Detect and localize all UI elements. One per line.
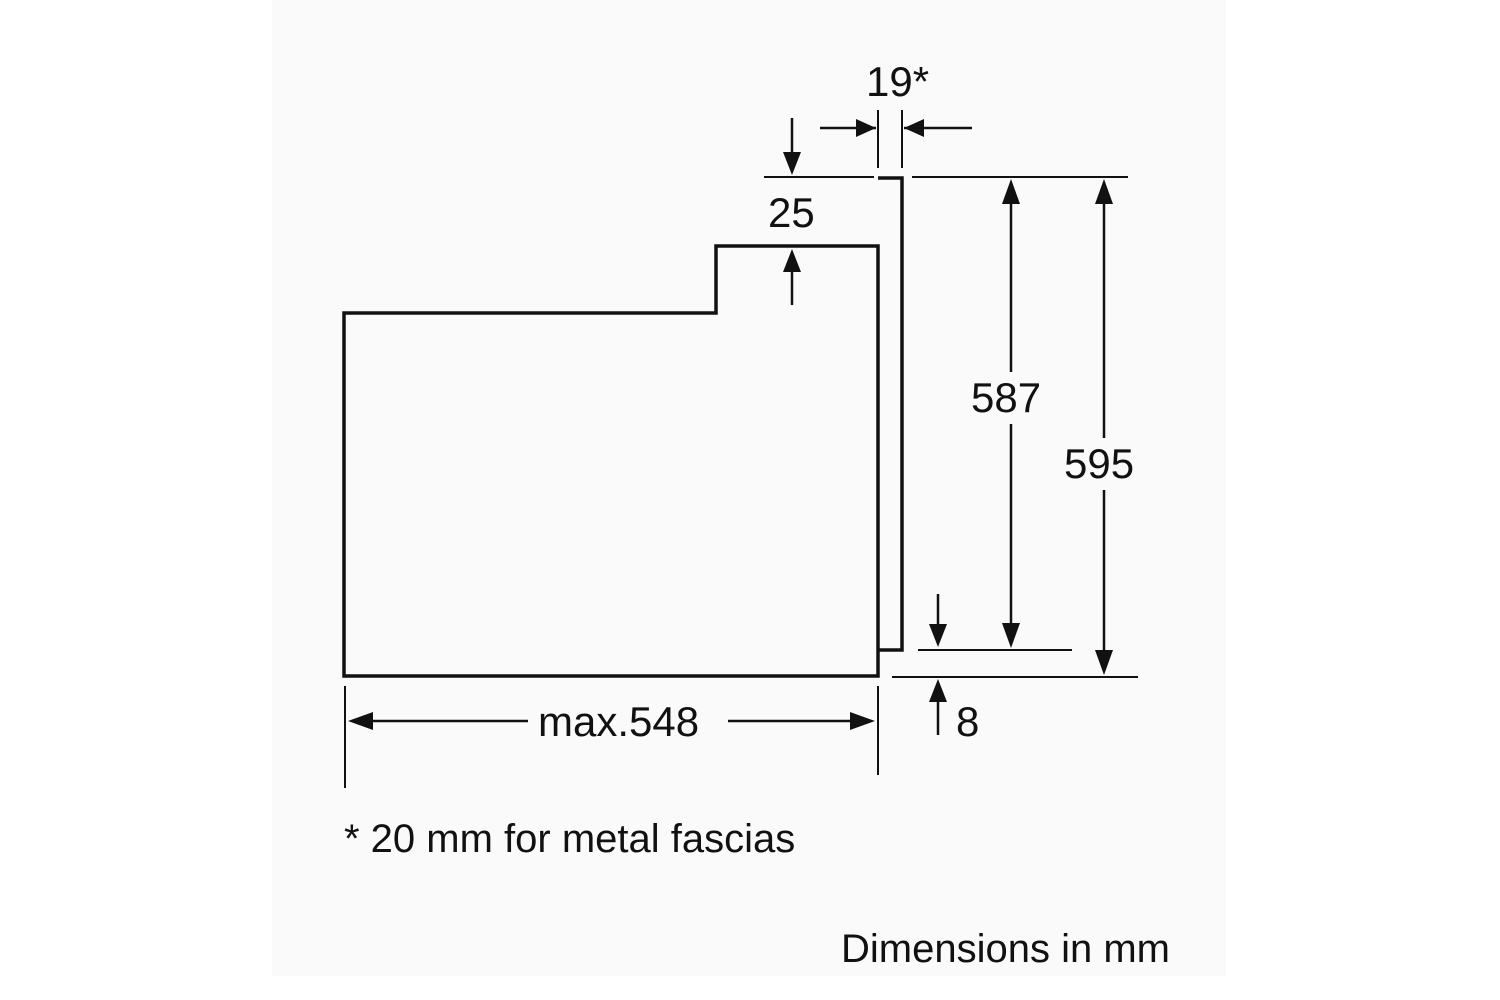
bottom-offset-dimension: 8 [929, 594, 979, 745]
units-note: Dimensions in mm [841, 927, 1170, 971]
drawing-sheet [272, 0, 1226, 976]
front-height-dimension: 587 [971, 179, 1041, 648]
oven-body-outline [342, 244, 880, 678]
top-step-dimension: 25 [764, 118, 874, 305]
top-step-label: 25 [768, 189, 815, 236]
fascia-thickness-label: 19* [866, 58, 929, 105]
depth-label: max.548 [538, 698, 699, 745]
footnote-text: * 20 mm for metal fascias [344, 817, 795, 861]
overall-height-dimension: 595 [1064, 179, 1134, 675]
door-fascia-outline [878, 176, 904, 652]
depth-dimension: max.548 [344, 686, 879, 788]
bottom-offset-label: 8 [956, 698, 979, 745]
front-height-label: 587 [971, 374, 1041, 421]
fascia-thickness-dimension: 19* [820, 58, 972, 168]
overall-height-label: 595 [1064, 440, 1134, 487]
